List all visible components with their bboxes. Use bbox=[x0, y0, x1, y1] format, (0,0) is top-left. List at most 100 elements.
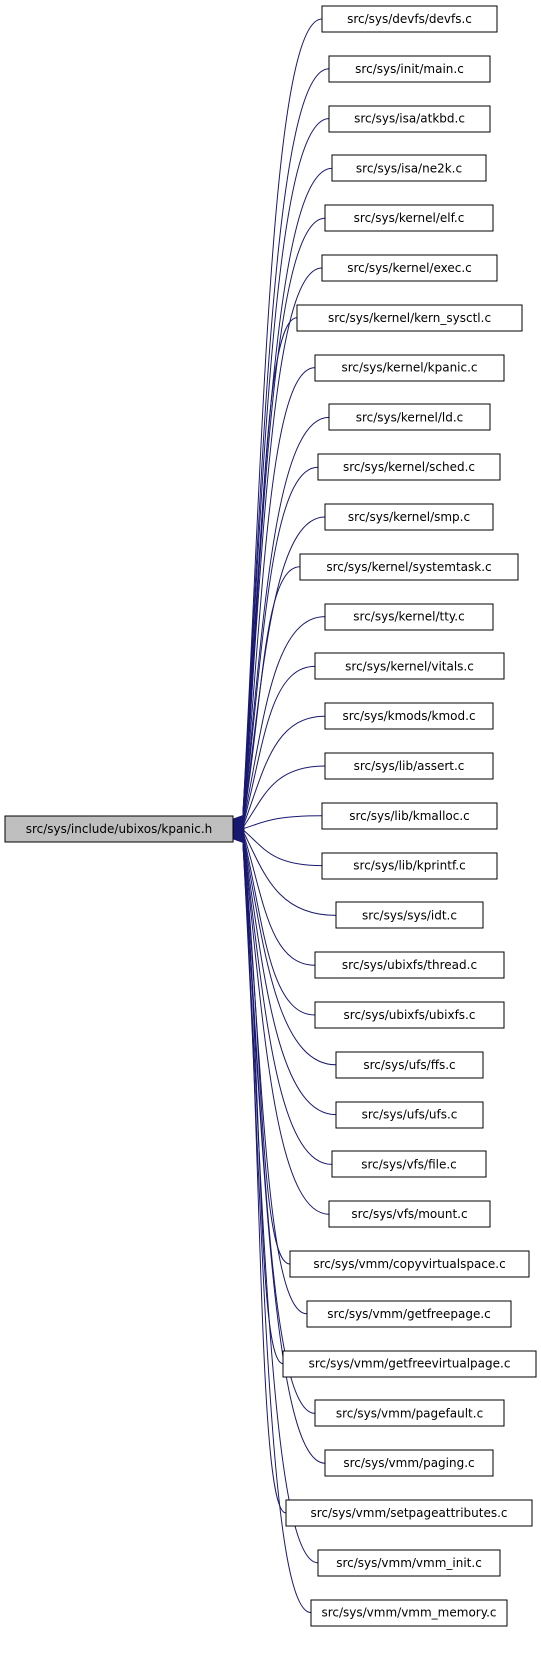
file-node[interactable]: src/sys/isa/ne2k.c bbox=[331, 154, 487, 182]
file-node-box bbox=[314, 652, 505, 680]
file-node-box bbox=[328, 1200, 491, 1228]
dependency-edge bbox=[242, 815, 323, 830]
dependency-edge bbox=[242, 665, 316, 826]
file-node[interactable]: src/sys/vmm/setpageattributes.c bbox=[285, 1499, 533, 1527]
file-node[interactable]: src/sys/lib/kmalloc.c bbox=[321, 802, 498, 830]
root-node[interactable]: src/sys/include/ubixos/kpanic.h bbox=[4, 815, 234, 843]
file-node[interactable]: src/sys/kernel/systemtask.c bbox=[299, 553, 519, 581]
file-node-label: src/sys/ubixfs/ubixfs.c bbox=[344, 1008, 476, 1022]
file-node-label: src/sys/devfs/devfs.c bbox=[347, 12, 472, 26]
file-node-label: src/sys/kernel/systemtask.c bbox=[326, 560, 491, 574]
file-node-label: src/sys/vfs/mount.c bbox=[351, 1207, 467, 1221]
file-node-box bbox=[321, 852, 498, 880]
file-node[interactable]: src/sys/kernel/smp.c bbox=[324, 503, 494, 531]
file-node-label: src/sys/isa/atkbd.c bbox=[354, 112, 465, 126]
file-node[interactable]: src/sys/vmm/paging.c bbox=[324, 1449, 494, 1477]
file-node-box bbox=[328, 55, 491, 83]
file-node[interactable]: src/sys/init/main.c bbox=[328, 55, 491, 83]
file-node-box bbox=[310, 1599, 508, 1627]
file-node-box bbox=[331, 154, 487, 182]
file-node[interactable]: src/sys/kernel/tty.c bbox=[324, 603, 494, 631]
file-node-box bbox=[328, 403, 491, 431]
dependency-edge bbox=[242, 844, 326, 1464]
dependency-edge bbox=[242, 830, 337, 916]
file-node-label: src/sys/ubixfs/thread.c bbox=[342, 958, 477, 972]
file-node[interactable]: src/sys/vmm/copyvirtualspace.c bbox=[289, 1250, 530, 1278]
file-node[interactable]: src/sys/isa/atkbd.c bbox=[328, 105, 491, 133]
dependency-edge bbox=[242, 516, 326, 822]
file-node[interactable]: src/sys/lib/assert.c bbox=[324, 752, 494, 780]
file-node-box bbox=[306, 1300, 512, 1328]
file-node[interactable]: src/sys/kernel/kern_sysctl.c bbox=[296, 304, 523, 332]
file-node[interactable]: src/sys/devfs/devfs.c bbox=[321, 5, 498, 33]
file-node-box bbox=[335, 1051, 484, 1079]
dependency-edge bbox=[242, 217, 326, 814]
file-node-box bbox=[314, 1399, 505, 1427]
file-node[interactable]: src/sys/vmm/vmm_memory.c bbox=[310, 1599, 508, 1627]
file-node[interactable]: src/sys/kernel/sched.c bbox=[317, 453, 501, 481]
file-node[interactable]: src/sys/kernel/elf.c bbox=[324, 204, 494, 232]
file-node-label: src/sys/vmm/vmm_memory.c bbox=[321, 1606, 496, 1620]
file-node[interactable]: src/sys/ubixfs/thread.c bbox=[314, 951, 505, 979]
file-node-box bbox=[314, 354, 505, 382]
file-node-label: src/sys/vmm/paging.c bbox=[343, 1456, 474, 1470]
file-node-label: src/sys/init/main.c bbox=[355, 62, 464, 76]
dependency-edge bbox=[242, 844, 312, 1614]
file-node-box bbox=[335, 901, 484, 929]
file-node-box bbox=[321, 5, 498, 33]
file-node-box bbox=[296, 304, 523, 332]
file-node-label: src/sys/vmm/getfreevirtualpage.c bbox=[309, 1357, 511, 1371]
file-node-box bbox=[285, 1499, 533, 1527]
dependency-edge bbox=[242, 841, 308, 1315]
dependency-edge bbox=[242, 838, 330, 1215]
file-node[interactable]: src/sys/kernel/ld.c bbox=[328, 403, 491, 431]
file-node[interactable]: src/sys/lib/kprintf.c bbox=[321, 852, 498, 880]
file-node-box bbox=[324, 702, 494, 730]
dependency-edge bbox=[242, 466, 319, 821]
file-node[interactable]: src/sys/ufs/ufs.c bbox=[335, 1101, 484, 1129]
file-node[interactable]: src/sys/ubixfs/ubixfs.c bbox=[314, 1001, 505, 1029]
file-node-box bbox=[324, 1449, 494, 1477]
dependency-edge bbox=[242, 839, 291, 1265]
file-node-label: src/sys/ufs/ufs.c bbox=[362, 1108, 458, 1122]
dependency-edge bbox=[242, 844, 319, 1564]
dependency-edge bbox=[242, 167, 333, 814]
file-node[interactable]: src/sys/vmm/getfreepage.c bbox=[306, 1300, 512, 1328]
file-node[interactable]: src/sys/vmm/pagefault.c bbox=[314, 1399, 505, 1427]
file-node[interactable]: src/sys/vfs/file.c bbox=[331, 1150, 487, 1178]
file-node-box bbox=[314, 1001, 505, 1029]
file-node-box bbox=[314, 951, 505, 979]
file-node[interactable]: src/sys/kernel/kpanic.c bbox=[314, 354, 505, 382]
file-node[interactable]: src/sys/kmods/kmod.c bbox=[324, 702, 494, 730]
file-node-label: src/sys/vfs/file.c bbox=[361, 1157, 457, 1171]
dependency-edge bbox=[242, 616, 326, 824]
dependency-edge bbox=[242, 837, 333, 1165]
file-node-label: src/sys/sys/idt.c bbox=[362, 908, 457, 922]
nodes-layer: src/sys/devfs/devfs.c src/sys/init/main.c… bbox=[4, 5, 537, 1627]
file-node-label: src/sys/vmm/vmm_init.c bbox=[336, 1556, 482, 1570]
dependency-edge bbox=[242, 367, 316, 818]
dependency-edge bbox=[242, 836, 337, 1116]
file-node[interactable]: src/sys/vfs/mount.c bbox=[328, 1200, 491, 1228]
file-node-label: src/sys/kernel/kpanic.c bbox=[341, 361, 477, 375]
file-node[interactable]: src/sys/kernel/vitals.c bbox=[314, 652, 505, 680]
file-node[interactable]: src/sys/vmm/vmm_init.c bbox=[317, 1549, 501, 1577]
file-node-label: src/sys/vmm/setpageattributes.c bbox=[310, 1506, 507, 1520]
file-node-box bbox=[282, 1350, 537, 1378]
file-node-label: src/sys/kernel/ld.c bbox=[356, 410, 464, 424]
file-node[interactable]: src/sys/vmm/getfreevirtualpage.c bbox=[282, 1350, 537, 1378]
file-node[interactable]: src/sys/ufs/ffs.c bbox=[335, 1051, 484, 1079]
file-node[interactable]: src/sys/kernel/exec.c bbox=[321, 254, 498, 282]
file-node-label: src/sys/kernel/elf.c bbox=[354, 211, 465, 225]
file-node-label: src/sys/kernel/smp.c bbox=[348, 510, 470, 524]
file-node-box bbox=[321, 802, 498, 830]
file-node-label: src/sys/vmm/pagefault.c bbox=[336, 1406, 483, 1420]
file-node-box bbox=[317, 453, 501, 481]
file-node-label: src/sys/lib/kprintf.c bbox=[353, 859, 465, 873]
file-node-box bbox=[299, 553, 519, 581]
file-node-label: src/sys/ufs/ffs.c bbox=[363, 1058, 455, 1072]
file-node[interactable]: src/sys/sys/idt.c bbox=[335, 901, 484, 929]
file-node-label: src/sys/vmm/getfreepage.c bbox=[327, 1307, 490, 1321]
file-node-label: src/sys/lib/kmalloc.c bbox=[349, 809, 470, 823]
